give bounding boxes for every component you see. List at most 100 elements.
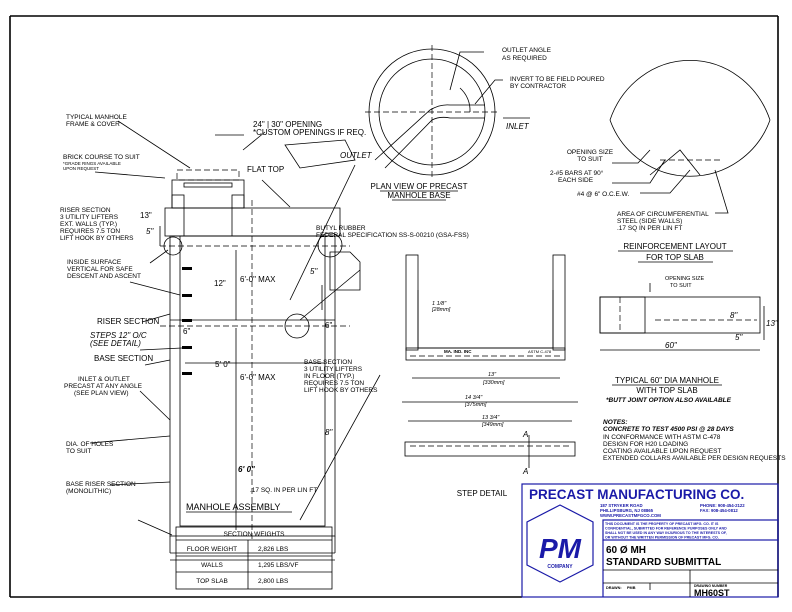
label-opening-2: *CUSTOM OPENINGS IF REQ. — [253, 128, 366, 137]
address-line: 187 STRYKER ROAD — [600, 503, 643, 508]
label-riser-lifters-5: LIFT HOOK BY OTHERS — [60, 235, 134, 242]
label-inlet: INLET — [506, 122, 530, 131]
dim-inner: 5' 0" — [215, 360, 231, 369]
dim-5: 5" — [146, 227, 154, 236]
notes-line: DESIGN FOR H20 LOADING — [603, 441, 688, 448]
notes-line: EXTENDED COLLARS AVAILABLE PER DESIGN RE… — [603, 455, 786, 462]
step-d4-2: [349mm] — [481, 422, 504, 428]
reinf-opening-2: TO SUIT — [577, 156, 603, 163]
label-riser-section: RISER SECTION — [97, 317, 159, 326]
label-steel: .17 SQ. IN PER LIN FT — [250, 487, 317, 494]
label-butyl-2: FEDERAL SPECIFICATION SS-S-00210 (GSA-FS… — [316, 232, 469, 239]
dim-6a: 6" — [183, 327, 190, 336]
drawing-title-2: STANDARD SUBMITTAL — [606, 557, 721, 568]
step-mark: MA. IND. INC — [444, 349, 472, 354]
label-riser-lifters-4: REQUIRES 7.5 TON — [60, 228, 120, 235]
drawing-title-1: 60 Ø MH — [606, 545, 646, 556]
slab-opening-1: OPENING SIZE — [665, 276, 704, 282]
disclaimer-line: CONFIDENTIAL, SUBMITTED FOR REFERENCE PU… — [605, 527, 727, 531]
label-steps-1: STEPS 12" O/C — [90, 331, 147, 340]
slab-d13: 13" — [766, 319, 779, 328]
step-d3-1: 14 3/4" — [465, 395, 483, 401]
weights-row-value: 2,800 LBS — [258, 578, 289, 585]
label-inside-1: INSIDE SURFACE — [67, 259, 122, 266]
company-name: PRECAST MANUFACTURING CO. — [529, 487, 744, 502]
title-block: PM COMPANY PRECAST MANUFACTURING CO. 187… — [521, 483, 779, 598]
label-inside-2: VERTICAL FOR SAFE — [67, 266, 133, 273]
website: WWW.PRECASTMFGCO.COM — [600, 513, 661, 518]
dim-outer: 6' 0" — [238, 465, 255, 474]
label-brick-1: BRICK COURSE TO SUIT — [63, 154, 140, 161]
label-base-lifters-3: IN FLOOR (TYP.) — [304, 373, 354, 380]
step-d2-2: [330mm] — [482, 380, 505, 386]
label-brick-2: *GRADE RINGS AVAILABLE — [63, 161, 121, 166]
label-invert-2: BY CONTRACTOR — [510, 83, 566, 90]
step-section-a: A — [522, 430, 528, 439]
weights-row-value: 2,826 LBS — [258, 546, 289, 553]
step-d4-1: 13 3/4" — [482, 415, 500, 421]
label-flat-top: FLAT TOP — [247, 165, 284, 174]
slab-d8: 8" — [730, 311, 738, 320]
dim-8: 8" — [325, 428, 333, 437]
step-title: STEP DETAIL — [457, 489, 508, 498]
manhole-assembly: TYPICAL MANHOLE FRAME & COVER 24" | 30" … — [60, 114, 469, 561]
label-base-lifters-4: REQUIRES 7.5 TON — [304, 380, 364, 387]
disclaimer-line: SHALL NOT BE USED IN ANY WAY INJURIOUS T… — [605, 531, 727, 535]
top-slab-section: OPENING SIZE TO SUIT 8" 13" 5" 60" TYPIC… — [599, 276, 779, 404]
disclaimer-line: OR WITHOUT THE WRITTEN PERMISSION OF PRE… — [605, 536, 719, 540]
address-line: PHILLIPSBURG, NJ 08865 — [600, 508, 654, 513]
dim-13: 13" — [140, 211, 152, 220]
label-base-riser-2: (MONOLITHIC) — [66, 488, 111, 495]
step-d2-1: 13" — [488, 372, 497, 378]
dim-6b: 6" — [325, 321, 332, 330]
label-frame-2: FRAME & COVER — [66, 121, 120, 128]
drawing-number: MH60ST — [694, 588, 730, 598]
notes-heading: NOTES: — [603, 419, 628, 426]
label-holes-1: DIA. OF HOLES — [66, 441, 114, 448]
label-steps-2: (SEE DETAIL) — [90, 339, 141, 348]
label-base-lifters-2: 3 UTILITY LIFTERS — [304, 366, 363, 373]
label-outlet-angle-1: AS REQUIRED — [502, 55, 547, 62]
notes-bold: CONCRETE TO TEST 4500 PSI @ 28 DAYS — [603, 426, 734, 433]
label-inlet-outlet-1: INLET & OUTLET — [78, 376, 130, 383]
reinf-area-2: STEEL (SIDE WALLS) — [617, 218, 682, 225]
reinf-area-1: AREA OF CIRCUMFERENTIAL — [617, 211, 709, 218]
label-holes-2: TO SUIT — [66, 448, 92, 455]
plan-title-1: PLAN VIEW OF PRECAST — [371, 182, 468, 191]
label-inlet-outlet-3: (SEE PLAN VIEW) — [74, 390, 129, 397]
label-riser-lifters-2: 3 UTILITY LIFTERS — [60, 214, 119, 221]
dim-12: 12" — [214, 279, 226, 288]
dim-5b: 5" — [310, 267, 318, 276]
dim-max-1: 6'-0" MAX — [240, 275, 276, 284]
label-outlet-angle-1: OUTLET ANGLE — [502, 47, 552, 54]
label-outlet: OUTLET — [340, 151, 373, 160]
slab-d60: 60" — [665, 341, 678, 350]
step-d1-1: 1 1/8" — [432, 301, 447, 307]
section-weights-table: SECTION WEIGHTS FLOOR WEIGHT 2,826 LBS W… — [175, 526, 333, 590]
assembly-title: MANHOLE ASSEMBLY — [186, 502, 280, 512]
weights-row-label: FLOOR WEIGHT — [187, 546, 237, 553]
step-detail: 1 1/8" [28mm] MA. IND. INC ASTM C-478 13… — [402, 254, 578, 498]
dim-max-2: 6'-0" MAX — [240, 373, 276, 382]
label-riser-lifters-3: EXT. WALLS (TYP.) — [60, 221, 117, 228]
drawing-number-label: DRAWING NUMBER — [694, 584, 728, 588]
slab-note: *BUTT JOINT OPTION ALSO AVAILABLE — [606, 397, 732, 404]
notes-line: COATING AVAILABLE UPON REQUEST — [603, 448, 722, 455]
weights-title: SECTION WEIGHTS — [223, 531, 285, 538]
label-frame-1: TYPICAL MANHOLE — [66, 114, 127, 121]
logo-letters: PM — [539, 533, 582, 564]
fax: FAX: 908-454-0812 — [700, 508, 738, 513]
slab-title-1: TYPICAL 60" DIA MANHOLE — [615, 376, 719, 385]
reinf-title-2: FOR TOP SLAB — [646, 253, 704, 262]
step-section-a: A — [522, 467, 528, 476]
label-base-section: BASE SECTION — [94, 354, 153, 363]
slab-title-2: WITH TOP SLAB — [636, 386, 697, 395]
label-riser-lifters-1: RISER SECTION — [60, 207, 111, 214]
disclaimer-line: THIS DOCUMENT IS THE PROPERTY OF PRECAST… — [605, 522, 719, 526]
drawn-value: PMB — [627, 586, 636, 590]
logo-word: COMPANY — [547, 564, 573, 570]
label-inside-3: DESCENT AND ASCENT — [67, 273, 141, 280]
weights-row-label: TOP SLAB — [196, 578, 228, 585]
reinf-mesh: #4 @ 6" O.C.E.W. — [577, 191, 629, 198]
